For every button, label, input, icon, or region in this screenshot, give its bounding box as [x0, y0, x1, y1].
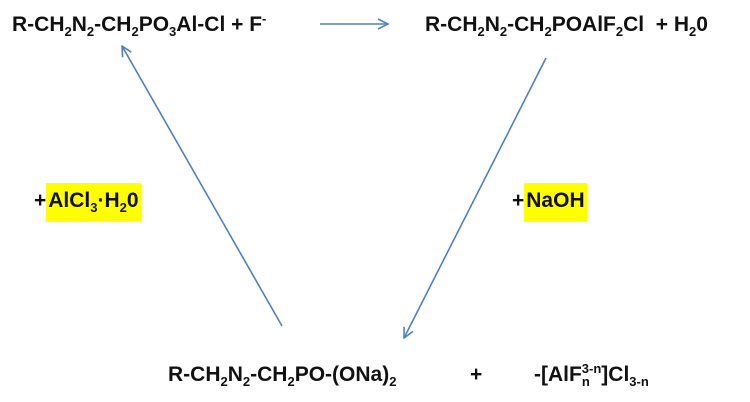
formula-top-right: R-CH2N2-CH2POAlF2Cl + H20 — [425, 13, 708, 40]
reagent-right-highlight: NaOH — [524, 183, 587, 222]
formula-top-left: R-CH2N2-CH2PO3Al-Cl + F- — [12, 11, 267, 40]
formula-bottom-left: R-CH2N2-CH2PO-(ONa)2 — [168, 363, 397, 390]
reagent-left: +AlCl3·H20 — [34, 183, 141, 222]
reagent-right: +NaOH — [512, 183, 587, 222]
up-arrow — [122, 46, 283, 327]
formula-bottom-right: -[AlFn3-n]Cl3-n — [534, 361, 649, 390]
bottom-plus-sign: + — [470, 363, 483, 386]
reagent-left-highlight: AlCl3·H20 — [46, 183, 141, 222]
down-arrow — [404, 57, 547, 338]
